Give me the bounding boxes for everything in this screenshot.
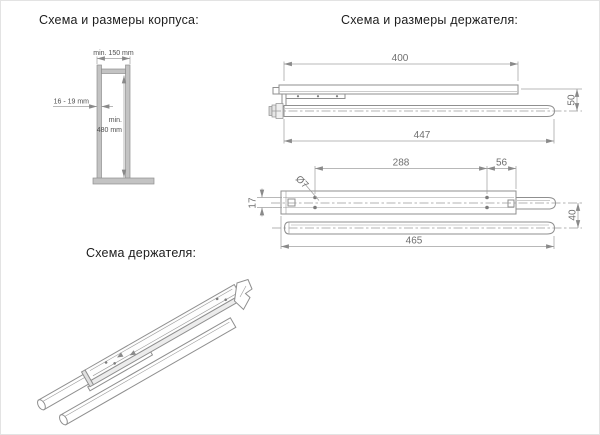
cabinet-top-panel (101, 68, 126, 74)
dim-drop-label: 50 (567, 94, 578, 106)
mounting-hole (313, 205, 317, 210)
dim-total-length: 465 (280, 216, 555, 249)
dim-drop: 50 (521, 88, 582, 112)
front-rod-3d (59, 317, 237, 426)
dim-height-label-line2: 480 mm (97, 127, 122, 134)
mounting-hole (485, 205, 489, 210)
mounting-rail-side (278, 84, 519, 95)
dim-rod-gap-label: 40 (568, 209, 579, 221)
body-cross-section-drawing: min. 150 mm 16 - 19 mm min. 480 mm (53, 50, 155, 185)
dim-hole-diameter-label: Ø7 (293, 174, 311, 192)
dim-rod-gap: 40 (568, 202, 581, 229)
dim-rail-length-label: 400 (392, 53, 409, 64)
dim-hole-spacing: 288 (314, 158, 488, 194)
cabinet-left-wall (96, 64, 102, 182)
slider-screw-right (507, 199, 515, 208)
scheme-section-title: Схема держателя: (86, 246, 197, 260)
mounting-plate-top (280, 190, 517, 215)
dim-rod-length-side-label: 447 (414, 130, 431, 141)
dim-width: min. 150 mm (93, 50, 134, 64)
dim-hole-to-end: 56 (486, 158, 517, 189)
cabinet-walls (92, 64, 155, 185)
dim-hole-spacing-label: 288 (393, 158, 410, 169)
slide-direction-mark (129, 350, 137, 356)
dim-width-label: min. 150 mm (93, 50, 134, 57)
dim-slot-width: 17 (248, 188, 282, 217)
slide-direction-mark (116, 352, 124, 358)
bracket-3d (233, 278, 253, 311)
holder-side-view: 400 50 447 (268, 53, 582, 144)
holder-3d-drawing (37, 278, 253, 426)
cabinet-right-wall (125, 64, 131, 182)
holder-top-view: 288 56 Ø7 17 (248, 158, 582, 249)
dim-slot-width-label: 17 (248, 197, 259, 209)
dim-height: min. 480 mm (97, 75, 127, 178)
slider-screw-left (287, 198, 296, 207)
dim-rail-length: 400 (283, 53, 519, 81)
mounting-hole (485, 195, 489, 200)
rail-3d (80, 283, 244, 392)
body-section-title: Схема и размеры корпуса: (39, 13, 199, 27)
dim-thickness-label: 16 - 19 mm (54, 99, 90, 106)
dim-hole-to-end-label: 56 (496, 158, 508, 169)
dim-height-label-line1: min. (109, 117, 122, 124)
holder-dimension-drawing: 400 50 447 (248, 53, 582, 249)
dim-rod-length-side: 447 (283, 119, 555, 144)
dim-thickness: 16 - 19 mm (53, 99, 113, 109)
rail-side-face (90, 294, 244, 386)
holder-section-title: Схема и размеры держателя: (341, 13, 519, 27)
cabinet-bottom-panel (92, 177, 155, 185)
dim-total-length-label: 465 (406, 236, 423, 247)
rail-end-cap (80, 369, 95, 388)
